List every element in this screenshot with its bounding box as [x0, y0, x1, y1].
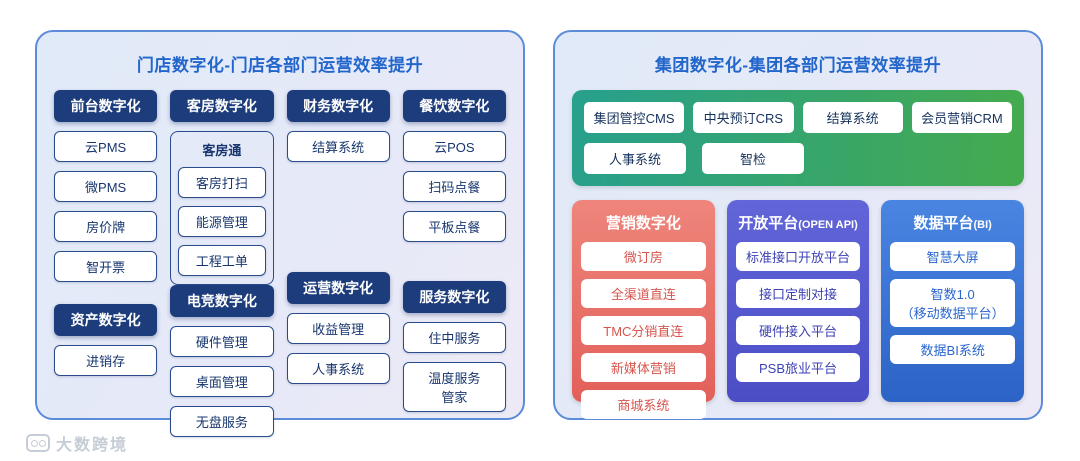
watermark: 大数跨境 [26, 431, 128, 455]
openapi-header: 开放平台(OPEN API) [736, 209, 861, 234]
asset-header: 资产数字化 [54, 304, 158, 336]
module-item: 智慧大屏 [890, 242, 1016, 271]
module-item: 全渠道直连 [581, 279, 706, 308]
module-item: PSB旅业平台 [735, 353, 861, 382]
service-section: 服务数字化 住中服务 温度服务 管家 [402, 281, 506, 412]
store-panel: 门店数字化-门店各部门运营效率提升 前台数字化 云PMS 微PMS 房价牌 智开… [35, 30, 525, 437]
group-panel: 集团数字化-集团各部门运营效率提升 集团管控CMS 中央预订CRS 结算系统 会… [553, 30, 1043, 420]
module-item: 人事系统 [584, 143, 686, 174]
marketing-header-main: 营销数字化 [605, 215, 681, 232]
room-group-box: 客房通 客房打扫 能源管理 工程工单 [170, 131, 274, 285]
module-item: 收益管理 [286, 313, 390, 344]
service-header: 服务数字化 [402, 281, 506, 313]
group-columns: 营销数字化 微订房 全渠道直连 TMC分销直连 新媒体营销 商城系统 开放平台(… [572, 200, 1025, 419]
room-group-label: 客房通 [202, 143, 242, 158]
asset-section: 资产数字化 进销存 [54, 304, 158, 376]
module-item: 智开票 [54, 251, 158, 282]
module-item: 云POS [402, 131, 506, 162]
front-desk-section: 前台数字化 云PMS 微PMS 房价牌 智开票 [54, 90, 158, 282]
openapi-header-sub: (OPEN API) [798, 219, 858, 231]
module-item: 能源管理 [178, 206, 266, 237]
store-panel-title: 门店数字化-门店各部门运营效率提升 [136, 56, 424, 75]
module-item: 桌面管理 [170, 366, 274, 397]
dining-header: 餐饮数字化 [402, 90, 506, 122]
module-item: 结算系统 [802, 102, 903, 133]
group-panel-title: 集团数字化-集团各部门运营效率提升 [654, 56, 942, 75]
marketing-header: 营销数字化 [581, 209, 706, 234]
data-platform-header: 数据平台(BI) [890, 209, 1015, 234]
group-shared-systems-box: 集团管控CMS 中央预订CRS 结算系统 会员营销CRM 人事系统 智检 [572, 90, 1024, 186]
data-platform-column: 数据平台(BI) 智慧大屏 智数1.0 （移动数据平台） 数据BI系统 [881, 200, 1025, 402]
openapi-column: 开放平台(OPEN API) 标准接口开放平台 接口定制对接 硬件接入平台 PS… [726, 200, 870, 402]
module-item: 集团管控CMS [584, 102, 685, 133]
module-item: 进销存 [54, 345, 158, 376]
module-item: 平板点餐 [402, 211, 506, 242]
module-item: TMC分销直连 [581, 316, 706, 345]
module-item: 微PMS [54, 171, 158, 202]
module-item: 接口定制对接 [735, 279, 861, 308]
module-item: 温度服务 管家 [402, 362, 506, 412]
store-grid: 前台数字化 云PMS 微PMS 房价牌 智开票 资产数字化 进销存 客房数字化 … [54, 90, 506, 437]
finance-section: 财务数字化 结算系统 [286, 90, 390, 162]
module-item: 住中服务 [402, 322, 506, 353]
shared-systems-row-1: 集团管控CMS 中央预订CRS 结算系统 会员营销CRM [584, 102, 1012, 133]
module-item: 标准接口开放平台 [735, 242, 861, 271]
module-item: 商城系统 [581, 390, 706, 419]
module-item: 硬件管理 [170, 326, 274, 357]
store-column-1: 前台数字化 云PMS 微PMS 房价牌 智开票 资产数字化 进销存 [54, 90, 158, 412]
esports-section: 电竞数字化 硬件管理 桌面管理 无盘服务 [170, 285, 274, 437]
front-desk-header: 前台数字化 [54, 90, 158, 122]
data-platform-header-main: 数据平台 [913, 215, 974, 232]
module-item: 新媒体营销 [581, 353, 706, 382]
room-header: 客房数字化 [170, 90, 274, 122]
finance-header: 财务数字化 [286, 90, 390, 122]
dining-section: 餐饮数字化 云POS 扫码点餐 平板点餐 [402, 90, 506, 242]
module-item: 云PMS [54, 131, 158, 162]
shared-systems-row-2: 人事系统 智检 [584, 143, 1012, 174]
store-column-2: 客房数字化 客房通 客房打扫 能源管理 工程工单 电竞数字化 硬件管理 桌面管理… [170, 90, 274, 437]
operation-section: 运营数字化 收益管理 人事系统 [286, 272, 390, 384]
openapi-header-main: 开放平台 [738, 215, 799, 232]
module-item: 客房打扫 [178, 167, 266, 198]
module-item: 人事系统 [286, 353, 390, 384]
room-section: 客房数字化 客房通 客房打扫 能源管理 工程工单 [170, 90, 274, 285]
module-item: 智数1.0 （移动数据平台） [890, 279, 1016, 327]
store-column-3: 财务数字化 结算系统 运营数字化 收益管理 人事系统 [286, 90, 390, 412]
module-item: 中央预订CRS [693, 102, 794, 133]
module-item: 房价牌 [54, 211, 158, 242]
module-item: 数据BI系统 [890, 335, 1016, 364]
operation-header: 运营数字化 [286, 272, 390, 304]
module-item: 智检 [702, 143, 804, 174]
module-item: 微订房 [581, 242, 706, 271]
module-item: 会员营销CRM [911, 102, 1012, 133]
module-item: 扫码点餐 [402, 171, 506, 202]
module-item: 无盘服务 [170, 406, 274, 437]
watermark-text: 大数跨境 [56, 437, 129, 454]
module-item: 结算系统 [286, 131, 390, 162]
module-item: 工程工单 [178, 245, 266, 276]
store-column-4: 餐饮数字化 云POS 扫码点餐 平板点餐 服务数字化 住中服务 温度服务 管家 [402, 90, 506, 412]
data-platform-header-sub: (BI) [973, 219, 992, 231]
module-item: 硬件接入平台 [735, 316, 861, 345]
watermark-logo-icon [26, 434, 50, 452]
esports-header: 电竞数字化 [170, 285, 274, 317]
marketing-column: 营销数字化 微订房 全渠道直连 TMC分销直连 新媒体营销 商城系统 [572, 200, 715, 419]
